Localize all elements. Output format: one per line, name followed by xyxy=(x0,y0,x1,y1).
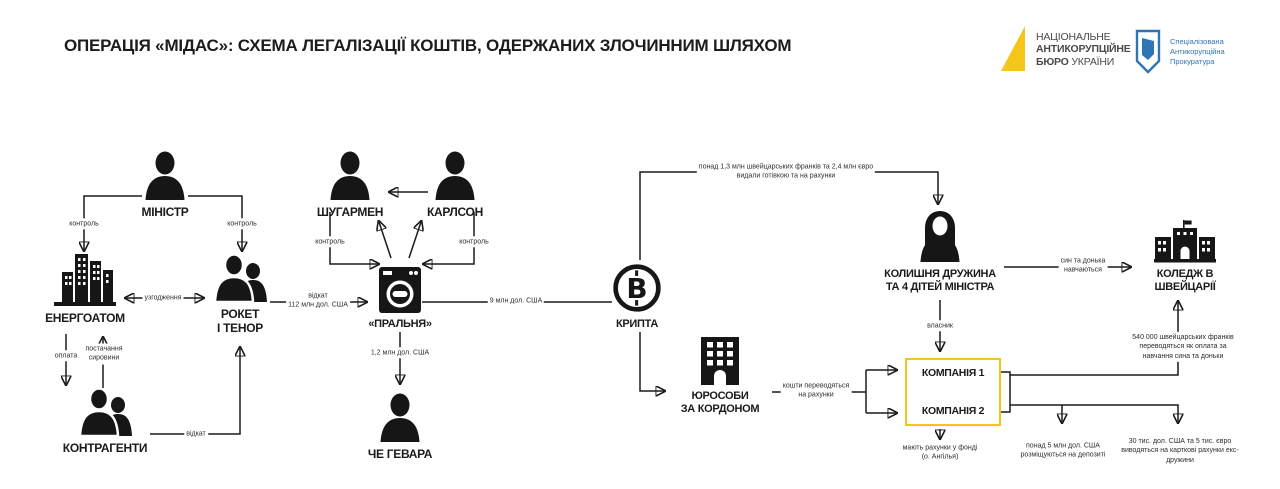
edge-label-fund: мають рахунки у фонді (о. Ангілья) xyxy=(900,442,980,464)
company1-label: КОМПАНІЯ 1 xyxy=(921,367,985,379)
edge-label-owner: власник xyxy=(925,320,955,332)
edge-label-control-karlson: контроль xyxy=(457,236,491,248)
node-minister: МІНІСТР xyxy=(125,150,205,220)
buildings-icon xyxy=(54,254,116,306)
node-label: КОЛЕДЖ В ШВЕЙЦАРІЇ xyxy=(1154,268,1216,293)
sap-logo: Спеціалізована Антикорупційна Прокуратур… xyxy=(1134,28,1225,76)
edge-label-cards: 30 тис. дол. США та 5 тис. євро виводять… xyxy=(1110,435,1250,467)
nabu-logo-text: НАЦІОНАЛЬНЕ АНТИКОРУПЦІЙНЕ БЮРО УКРАЇНИ xyxy=(1036,31,1131,68)
node-energoatom: ЕНЕРГОАТОМ xyxy=(45,252,125,326)
companies-box: КОМПАНІЯ 1 КОМПАНІЯ 2 xyxy=(905,358,1001,426)
node-karlson: КАРЛСОН xyxy=(415,150,495,220)
node-label: КРИПТА xyxy=(615,318,659,330)
edge-label-kickback-112: відкат 112 млн дол. США xyxy=(286,290,350,312)
node-label: ЮРОСОБИ ЗА КОРДОНОМ xyxy=(680,390,760,415)
sap-line3: Прокуратура xyxy=(1170,56,1215,66)
node-contractors: КОНТРАГЕНТИ xyxy=(62,386,148,456)
node-label: КОНТРАГЕНТИ xyxy=(62,441,148,455)
nabu-line3: БЮРО УКРАЇНИ xyxy=(1036,55,1115,68)
person-icon xyxy=(330,151,370,200)
node-foreign-entities: ЮРОСОБИ ЗА КОРДОНОМ xyxy=(677,336,763,415)
two-person-icon xyxy=(213,253,267,304)
two-person-icon xyxy=(78,387,132,438)
node-label: ЧЕ ГЕВАРА xyxy=(367,447,433,461)
node-laundry: «ПРАЛЬНЯ» xyxy=(368,266,432,331)
edge-label-control-left: контроль xyxy=(67,218,101,230)
edge-label-deposit: понад 5 млн дол. США розміщуються на деп… xyxy=(1014,440,1112,462)
person-icon xyxy=(145,151,185,200)
sap-line1: Спеціалізована xyxy=(1170,37,1224,46)
edge-label-tuition: 540 000 швейцарських франків переводятьс… xyxy=(1129,331,1237,363)
node-sugarmen: ШУГАРМЕН xyxy=(310,150,390,220)
nabu-line2: АНТИКОРУПЦІЙНЕ xyxy=(1036,43,1131,56)
edge-label-payment: оплата xyxy=(52,350,80,362)
sap-shield-icon xyxy=(1135,29,1161,74)
office-building-icon xyxy=(701,337,739,385)
nabu-triangle-icon xyxy=(1001,26,1025,71)
bitcoin-icon: B xyxy=(613,264,661,312)
node-label: РОКЕТ І ТЕНОР xyxy=(217,307,263,335)
node-label: «ПРАЛЬНЯ» xyxy=(368,318,432,330)
edge-label-control-sugarmen: контроль xyxy=(313,236,347,248)
svg-text:B: B xyxy=(626,272,647,305)
sap-logo-text: Спеціалізована Антикорупційна Прокуратур… xyxy=(1170,37,1225,66)
node-che-gevara: ЧЕ ГЕВАРА xyxy=(360,392,440,462)
nabu-line1: НАЦІОНАЛЬНЕ xyxy=(1036,31,1111,43)
person-icon xyxy=(435,151,475,200)
washing-machine-icon xyxy=(379,267,421,313)
edge-label-study: син та донька навчаються xyxy=(1058,255,1108,277)
node-label: КОЛИШНЯ ДРУЖИНА ТА 4 ДІТЕЙ МІНІСТРА xyxy=(884,268,996,293)
node-ex-wife: КОЛИШНЯ ДРУЖИНА ТА 4 ДІТЕЙ МІНІСТРА xyxy=(884,210,996,293)
sap-line2: Антикорупційна xyxy=(1170,46,1225,56)
person-icon xyxy=(380,393,420,442)
node-label: ШУГАРМЕН xyxy=(316,205,384,219)
node-label: МІНІСТР xyxy=(141,205,189,219)
edge-label-kickback: відкат xyxy=(184,428,208,440)
edge-label-to-crypto: 9 млн дол. США xyxy=(487,295,545,307)
node-label: КАРЛСОН xyxy=(427,205,483,219)
edge-label-supply: постачання сировини xyxy=(81,343,127,365)
edge-label-control-right: контроль xyxy=(225,218,259,230)
edge-label-to-che: 1,2 млн дол. США xyxy=(368,347,432,359)
company2-label: КОМПАНІЯ 2 xyxy=(921,405,985,417)
edge-label-agreement: узгодження xyxy=(142,292,184,304)
node-rocket-tenor: РОКЕТ І ТЕНОР xyxy=(198,252,282,336)
college-building-icon xyxy=(1154,220,1216,263)
node-college: КОЛЕДЖ В ШВЕЙЦАРІЇ xyxy=(1145,220,1225,293)
woman-icon xyxy=(920,211,960,262)
edge-label-transfer: кошти переводяться на рахунки xyxy=(780,380,852,402)
nabu-logo: НАЦІОНАЛЬНЕ АНТИКОРУПЦІЙНЕ БЮРО УКРАЇНИ xyxy=(1000,26,1131,72)
node-label: ЕНЕРГОАТОМ xyxy=(45,311,125,325)
page-title: ОПЕРАЦІЯ «МІДАС»: СХЕМА ЛЕГАЛІЗАЦІЇ КОШТ… xyxy=(64,36,792,55)
node-crypto: B КРИПТА xyxy=(609,262,665,331)
edge-label-to-wife: понад 1,3 млн швейцарських франків та 2,… xyxy=(696,161,876,183)
